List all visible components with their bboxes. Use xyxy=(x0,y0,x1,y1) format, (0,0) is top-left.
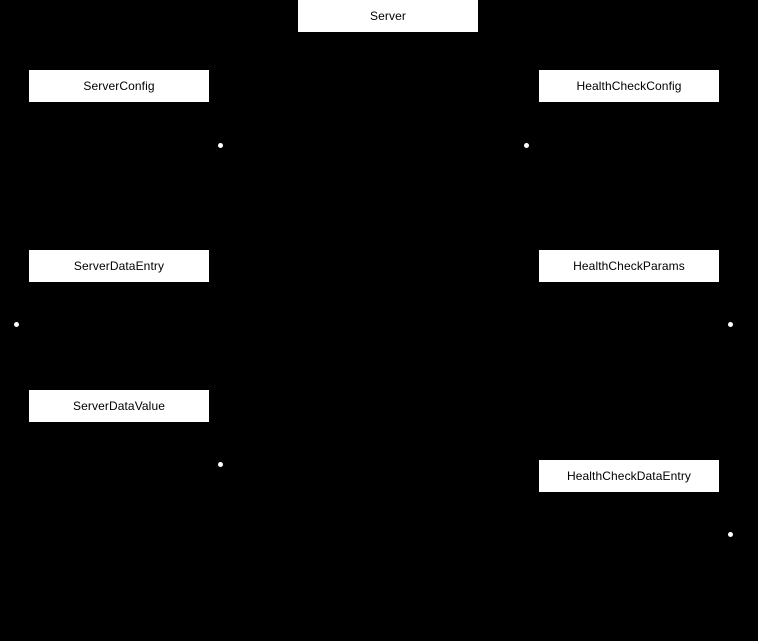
class-node-health-check-config[interactable]: HealthCheckConfig xyxy=(539,70,719,102)
class-node-health-check-params[interactable]: HealthCheckParams xyxy=(539,250,719,282)
class-node-server-data-value[interactable]: ServerDataValue xyxy=(29,390,209,422)
class-node-label: HealthCheckParams xyxy=(573,259,685,273)
class-node-server-config[interactable]: ServerConfig xyxy=(29,70,209,102)
relation-marker-marker-1 xyxy=(218,143,223,148)
relation-marker-marker-2 xyxy=(524,143,529,148)
class-node-server-data-entry[interactable]: ServerDataEntry xyxy=(29,250,209,282)
class-node-label: Server xyxy=(370,9,406,23)
relation-marker-marker-6 xyxy=(728,532,733,537)
class-node-label: HealthCheckDataEntry xyxy=(566,469,692,483)
relation-marker-marker-4 xyxy=(728,322,733,327)
class-node-health-check-data-entry[interactable]: HealthCheckDataEntry xyxy=(539,460,719,492)
class-node-label: ServerDataValue xyxy=(73,399,165,413)
class-node-label: ServerConfig xyxy=(83,79,155,93)
relation-marker-marker-5 xyxy=(218,462,223,467)
relation-marker-marker-3 xyxy=(14,322,19,327)
class-node-server[interactable]: Server xyxy=(298,0,478,32)
class-node-label: HealthCheckConfig xyxy=(576,79,682,93)
class-node-label: ServerDataEntry xyxy=(73,259,165,273)
